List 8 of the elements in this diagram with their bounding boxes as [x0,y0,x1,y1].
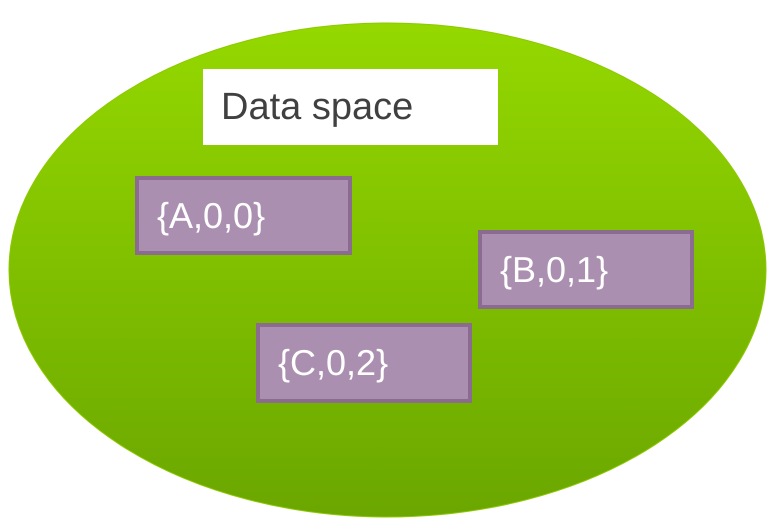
record-box [478,230,694,309]
title-panel [203,69,498,145]
space-title: Data space [221,86,414,128]
record-text: {B,0,1} [500,248,608,290]
record-box [135,176,352,255]
record-text: {C,0,2} [278,342,388,384]
record-text: {A,0,0} [157,194,266,236]
record-box [256,323,472,403]
